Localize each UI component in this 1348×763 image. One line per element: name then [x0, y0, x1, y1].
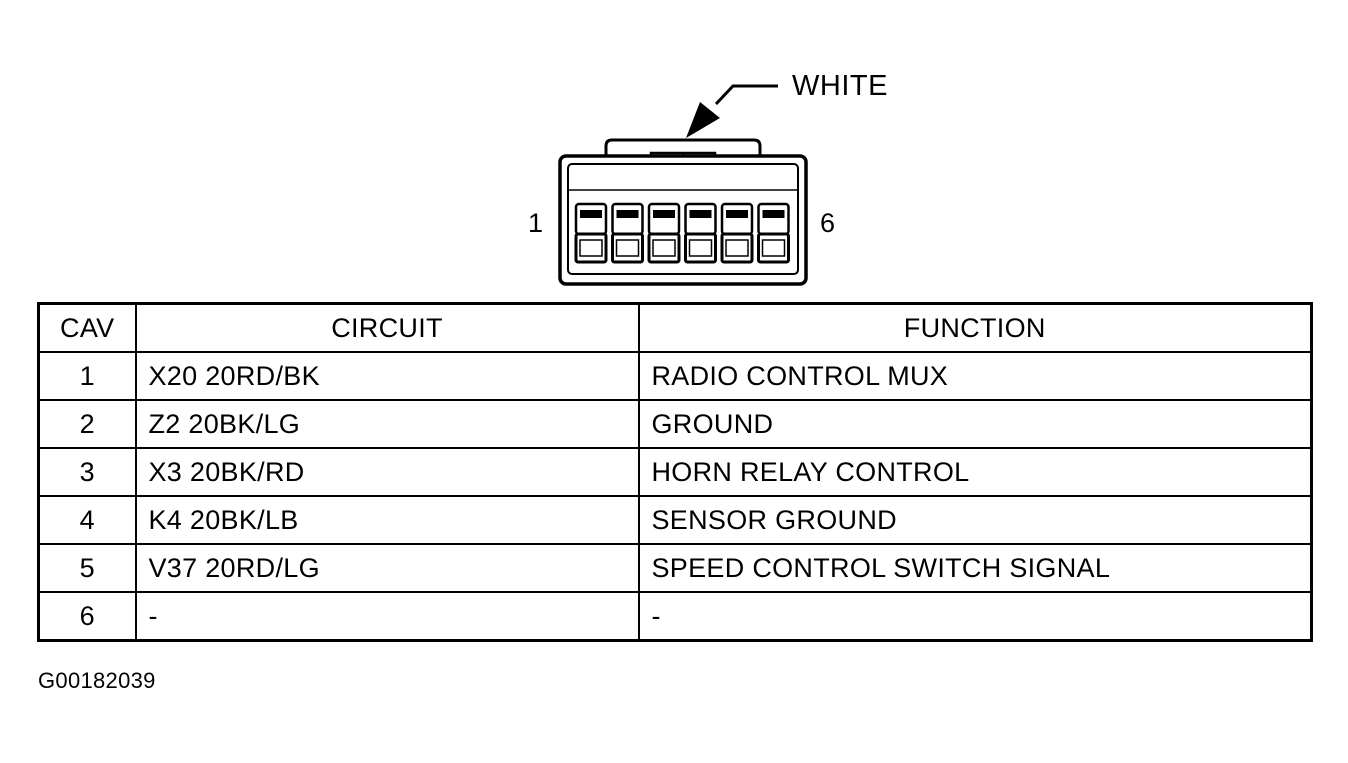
connector-cavity: [611, 202, 644, 264]
cavity-row: [574, 202, 790, 264]
cav-cell: 3: [37, 447, 137, 497]
table-row: 6 - -: [37, 591, 1313, 642]
circuit-cell: Z2 20BK/LG: [134, 399, 640, 449]
table-row: 5 V37 20RD/LG SPEED CONTROL SWITCH SIGNA…: [37, 543, 1313, 593]
function-cell: GROUND: [637, 399, 1313, 449]
function-cell: SPEED CONTROL SWITCH SIGNAL: [637, 543, 1313, 593]
pinout-table: CAV CIRCUIT FUNCTION 1 X20 20RD/BK RADIO…: [37, 302, 1313, 642]
connector-body-inner: [567, 163, 799, 275]
circuit-cell: V37 20RD/LG: [134, 543, 640, 593]
table-row: 3 X3 20BK/RD HORN RELAY CONTROL: [37, 447, 1313, 497]
table-row: 4 K4 20BK/LB SENSOR GROUND: [37, 495, 1313, 545]
cav-cell: 6: [37, 591, 137, 642]
figure-id: G00182039: [38, 668, 156, 693]
connector-cavity: [647, 202, 681, 264]
connector-cavity: [720, 202, 754, 264]
pin-6-label: 6: [820, 208, 836, 238]
connector-latch: [604, 138, 762, 156]
connector-cavity: [757, 202, 790, 264]
white-leader-line: [714, 84, 778, 106]
table-header-row: CAV CIRCUIT FUNCTION: [37, 302, 1313, 353]
header-circuit: CIRCUIT: [134, 302, 640, 353]
connector-diagram: WHITE 1 6: [0, 0, 1348, 300]
header-function: FUNCTION: [637, 302, 1313, 353]
circuit-cell: -: [134, 591, 640, 642]
table-row: 2 Z2 20BK/LG GROUND: [37, 399, 1313, 449]
white-arrow-head: [686, 102, 720, 138]
pin-1-label: 1: [528, 208, 544, 238]
circuit-cell: K4 20BK/LB: [134, 495, 640, 545]
header-cav: CAV: [37, 302, 137, 353]
cav-cell: 4: [37, 495, 137, 545]
circuit-cell: X20 20RD/BK: [134, 351, 640, 401]
table-row: 1 X20 20RD/BK RADIO CONTROL MUX: [37, 351, 1313, 401]
circuit-cell: X3 20BK/RD: [134, 447, 640, 497]
connector-drawing: [558, 84, 808, 286]
cav-cell: 1: [37, 351, 137, 401]
connector-cavity: [574, 202, 608, 264]
function-cell: RADIO CONTROL MUX: [637, 351, 1313, 401]
white-color-label: WHITE: [792, 70, 888, 102]
function-cell: -: [637, 591, 1313, 642]
function-cell: HORN RELAY CONTROL: [637, 447, 1313, 497]
connector-cavity: [684, 202, 717, 264]
cav-cell: 5: [37, 543, 137, 593]
cav-cell: 2: [37, 399, 137, 449]
function-cell: SENSOR GROUND: [637, 495, 1313, 545]
